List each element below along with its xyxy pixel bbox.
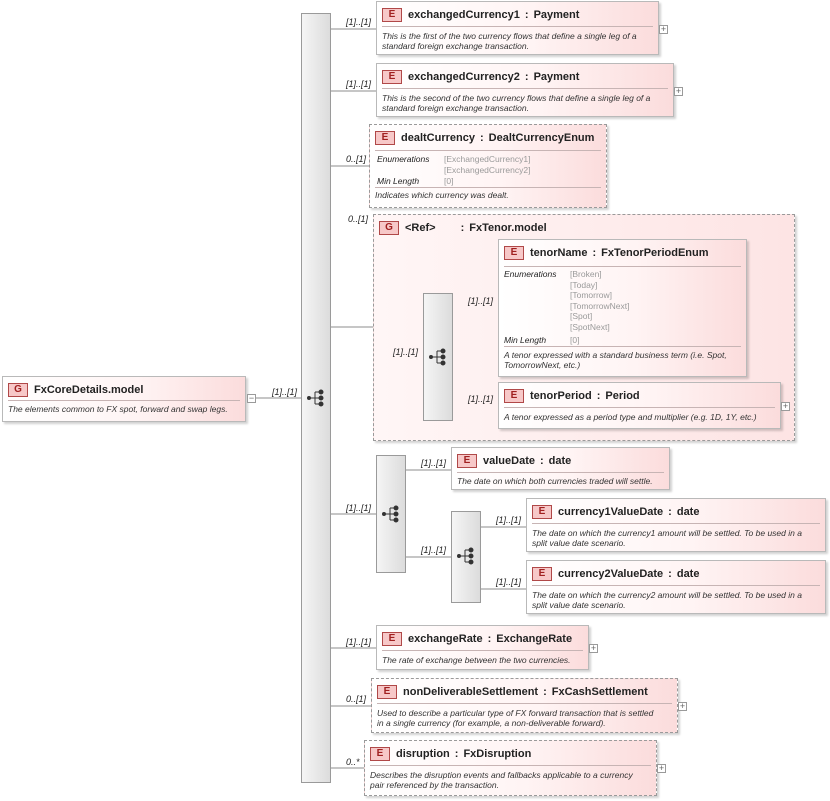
root-model-box[interactable]: G FxCoreDetails.model The elements commo… <box>2 376 246 422</box>
element-nonDeliverableSettlement[interactable]: E nonDeliverableSettlement:FxCashSettlem… <box>371 678 678 733</box>
expand-icon[interactable]: + <box>657 763 666 773</box>
element-name: exchangedCurrency1 <box>408 9 520 21</box>
sequence-icon <box>429 348 446 366</box>
element-name: dealtCurrency <box>401 132 475 144</box>
ref-label: <Ref> <box>405 222 436 234</box>
element-type: ExchangeRate <box>496 633 573 645</box>
element-exchangedCurrency1[interactable]: E exchangedCurrency1:Payment This is the… <box>376 1 659 55</box>
element-doc: This is the second of the two currency f… <box>382 93 651 113</box>
element-icon: E <box>375 131 395 145</box>
element-dealtCurrency[interactable]: E dealtCurrency:DealtCurrencyEnum Enumer… <box>369 124 607 208</box>
element-name: exchangedCurrency2 <box>408 71 520 83</box>
element-type: date <box>676 506 700 518</box>
cardinality-label: [1]..[1] <box>496 515 522 525</box>
element-name: tenorPeriod <box>530 390 592 402</box>
cardinality-label: 0..[1] <box>348 214 369 224</box>
element-type: FxTenorPeriodEnum <box>601 247 709 259</box>
element-disruption[interactable]: E disruption:FxDisruption Describes the … <box>364 740 657 796</box>
element-icon: E <box>382 8 402 22</box>
element-doc: The date on which the currency2 amount w… <box>532 590 802 610</box>
cardinality-label: [1]..[1] <box>346 503 372 513</box>
element-name: tenorName <box>530 247 588 259</box>
element-icon: E <box>504 389 524 403</box>
element-type: Period <box>605 390 640 402</box>
element-doc: The date on which both currencies traded… <box>457 476 653 486</box>
element-icon: E <box>382 70 402 84</box>
split-date-sequence-compositor[interactable] <box>451 511 481 603</box>
element-type: date <box>676 568 700 580</box>
element-tenorName[interactable]: E tenorName:FxTenorPeriodEnum Enumeratio… <box>498 239 747 377</box>
expand-icon[interactable]: + <box>678 701 687 711</box>
root-cardinality: [1]..[1] <box>272 387 298 397</box>
cardinality-label: [1]..[1] <box>468 394 494 404</box>
sequence-icon <box>457 547 474 565</box>
element-icon: E <box>532 505 552 519</box>
min-length-value: [0] <box>444 176 454 186</box>
element-doc: A tenor expressed as a period type and m… <box>504 412 757 422</box>
element-name: exchangeRate <box>408 633 483 645</box>
cardinality-label: [1]..[1] <box>393 347 419 357</box>
element-name: currency2ValueDate <box>558 568 664 580</box>
element-icon: E <box>370 747 390 761</box>
cardinality-label: [1]..[1] <box>346 637 372 647</box>
group-icon: G <box>379 221 399 235</box>
element-doc: Used to describe a particular type of FX… <box>377 708 654 728</box>
element-doc: The rate of exchange between the two cur… <box>382 655 571 665</box>
element-type: DealtCurrencyEnum <box>488 132 595 144</box>
sequence-icon <box>382 505 399 523</box>
cardinality-label: [1]..[1] <box>421 545 447 555</box>
collapse-toggle-icon[interactable]: − <box>247 393 256 403</box>
cardinality-label: [1]..[1] <box>496 577 522 587</box>
cardinality-label: [1]..[1] <box>346 79 372 89</box>
element-tenorPeriod[interactable]: E tenorPeriod:Period A tenor expressed a… <box>498 382 781 429</box>
element-valueDate[interactable]: E valueDate:date The date on which both … <box>451 447 670 490</box>
enumeration-values: [Broken] [Today] [Tomorrow] [TomorrowNex… <box>570 269 630 332</box>
element-name: nonDeliverableSettlement <box>403 686 539 698</box>
cardinality-label: 0..[1] <box>346 154 367 164</box>
element-type: Payment <box>533 71 580 83</box>
expand-icon[interactable]: + <box>674 86 683 96</box>
group-icon: G <box>8 383 28 397</box>
element-name: disruption <box>396 748 450 760</box>
element-doc: This is the first of the two currency fl… <box>382 31 637 51</box>
min-length-label: Min Length <box>504 335 547 345</box>
cardinality-label: [1]..[1] <box>421 458 447 468</box>
element-icon: E <box>382 632 402 646</box>
element-exchangedCurrency2[interactable]: E exchangedCurrency2:Payment This is the… <box>376 63 674 117</box>
element-icon: E <box>457 454 477 468</box>
expand-icon[interactable]: + <box>781 401 790 411</box>
element-exchangeRate[interactable]: E exchangeRate:ExchangeRate The rate of … <box>376 625 589 670</box>
element-icon: E <box>504 246 524 260</box>
element-type: Payment <box>533 9 580 21</box>
cardinality-label: 0..[1] <box>346 694 367 704</box>
root-model-name: FxCoreDetails.model <box>34 384 144 396</box>
expand-icon[interactable]: + <box>659 24 668 34</box>
element-currency2ValueDate[interactable]: E currency2ValueDate:date The date on wh… <box>526 560 826 614</box>
element-type: FxCashSettlement <box>551 686 648 698</box>
sequence-icon <box>307 389 324 407</box>
cardinality-label: 0..* <box>346 757 360 767</box>
enumeration-values: [ExchangedCurrency1] [ExchangedCurrency2… <box>444 154 531 175</box>
element-doc: A tenor expressed with a standard busine… <box>504 350 727 370</box>
element-icon: E <box>377 685 397 699</box>
element-doc: Indicates which currency was dealt. <box>375 190 509 200</box>
root-model-doc: The elements common to FX spot, forward … <box>8 404 228 414</box>
group-name: FxTenor.model <box>469 222 547 234</box>
element-type: date <box>548 455 572 467</box>
min-length-label: Min Length <box>377 176 420 186</box>
element-icon: E <box>532 567 552 581</box>
min-length-value: [0] <box>570 335 580 345</box>
element-name: currency1ValueDate <box>558 506 664 518</box>
cardinality-label: [1]..[1] <box>346 17 372 27</box>
enumerations-label: Enumerations <box>377 154 430 164</box>
element-currency1ValueDate[interactable]: E currency1ValueDate:date The date on wh… <box>526 498 826 552</box>
element-doc: Describes the disruption events and fall… <box>370 770 633 790</box>
enumerations-label: Enumerations <box>504 269 557 279</box>
element-doc: The date on which the currency1 amount w… <box>532 528 802 548</box>
element-name: valueDate <box>483 455 535 467</box>
expand-icon[interactable]: + <box>589 643 598 653</box>
cardinality-label: [1]..[1] <box>468 296 494 306</box>
element-type: FxDisruption <box>463 748 532 760</box>
